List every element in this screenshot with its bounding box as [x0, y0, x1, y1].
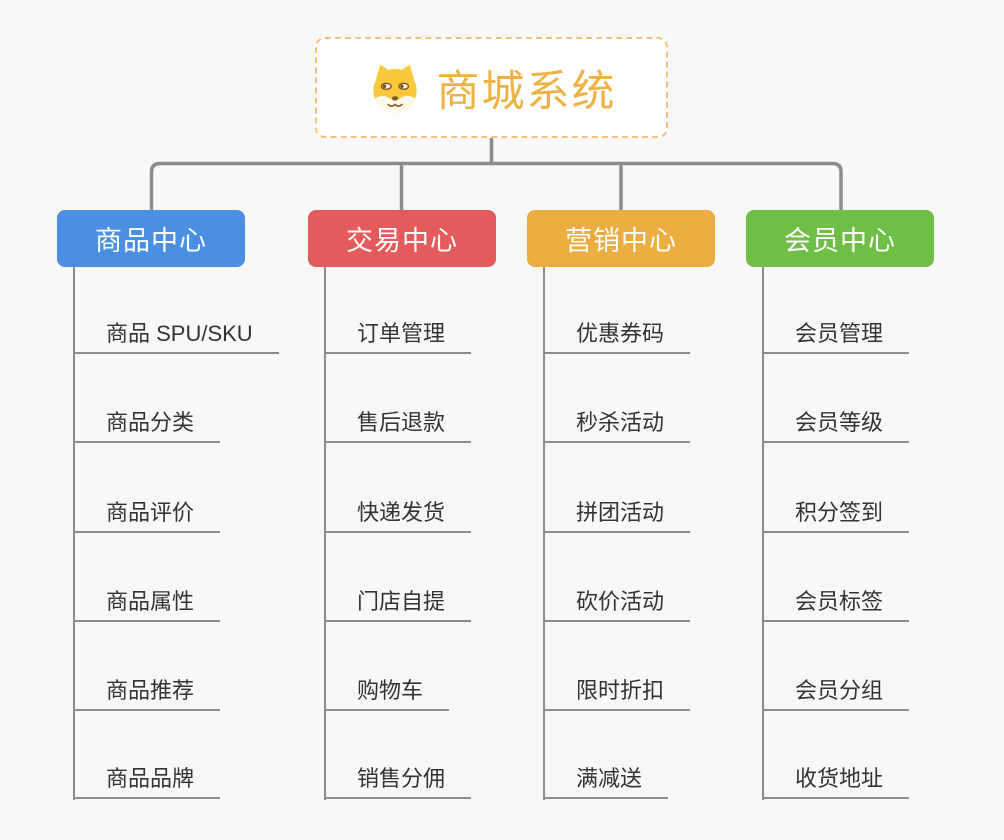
branch-spine: [73, 267, 75, 800]
branch-connector-rail: [149, 161, 843, 210]
node-item[interactable]: 商品推荐: [73, 673, 221, 711]
node-item[interactable]: 拼团活动: [543, 495, 691, 533]
branch-header-member-center[interactable]: 会员中心: [746, 210, 934, 267]
branch-spine: [543, 267, 545, 800]
branch-spine: [762, 267, 764, 800]
node-item[interactable]: 会员标签: [762, 584, 910, 622]
branch-member-center: 会员中心 会员管理 会员等级 积分签到 会员标签 会员分组 收货地址: [746, 210, 934, 840]
node-item[interactable]: 会员等级: [762, 405, 910, 443]
node-item[interactable]: 商品评价: [73, 495, 221, 533]
node-item[interactable]: 收货地址: [762, 761, 910, 799]
node-item[interactable]: 砍价活动: [543, 584, 691, 622]
node-item[interactable]: 购物车: [324, 673, 450, 711]
root-node[interactable]: 商城系统: [315, 37, 668, 138]
root-title: 商城系统: [436, 67, 617, 116]
shiba-dog-icon: [372, 64, 417, 112]
node-item[interactable]: 商品属性: [73, 584, 221, 622]
node-item[interactable]: 快递发货: [324, 495, 472, 533]
branch-product-center: 商品中心 商品 SPU/SKU 商品分类 商品评价 商品属性 商品推荐 商品品牌: [57, 210, 279, 840]
node-item[interactable]: 会员管理: [762, 316, 910, 354]
node-item[interactable]: 积分签到: [762, 495, 910, 533]
node-item[interactable]: 订单管理: [324, 316, 472, 354]
node-item[interactable]: 门店自提: [324, 584, 472, 622]
node-item[interactable]: 商品分类: [73, 405, 221, 443]
node-item[interactable]: 优惠券码: [543, 316, 691, 354]
node-item[interactable]: 销售分佣: [324, 761, 472, 799]
branch-trade-center: 交易中心 订单管理 售后退款 快递发货 门店自提 购物车 销售分佣: [308, 210, 496, 840]
branch-marketing-center: 营销中心 优惠券码 秒杀活动 拼团活动 砍价活动 限时折扣 满减送: [527, 210, 715, 840]
node-item[interactable]: 会员分组: [762, 673, 910, 711]
node-item[interactable]: 秒杀活动: [543, 405, 691, 443]
branch-header-trade-center[interactable]: 交易中心: [308, 210, 496, 267]
branch-header-product-center[interactable]: 商品中心: [57, 210, 245, 267]
branch-spine: [324, 267, 326, 800]
node-item[interactable]: 限时折扣: [543, 673, 691, 711]
node-item[interactable]: 商品 SPU/SKU: [73, 316, 279, 354]
node-item[interactable]: 商品品牌: [73, 761, 221, 799]
branch-header-marketing-center[interactable]: 营销中心: [527, 210, 715, 267]
node-item[interactable]: 满减送: [543, 761, 669, 799]
node-item[interactable]: 售后退款: [324, 405, 472, 443]
